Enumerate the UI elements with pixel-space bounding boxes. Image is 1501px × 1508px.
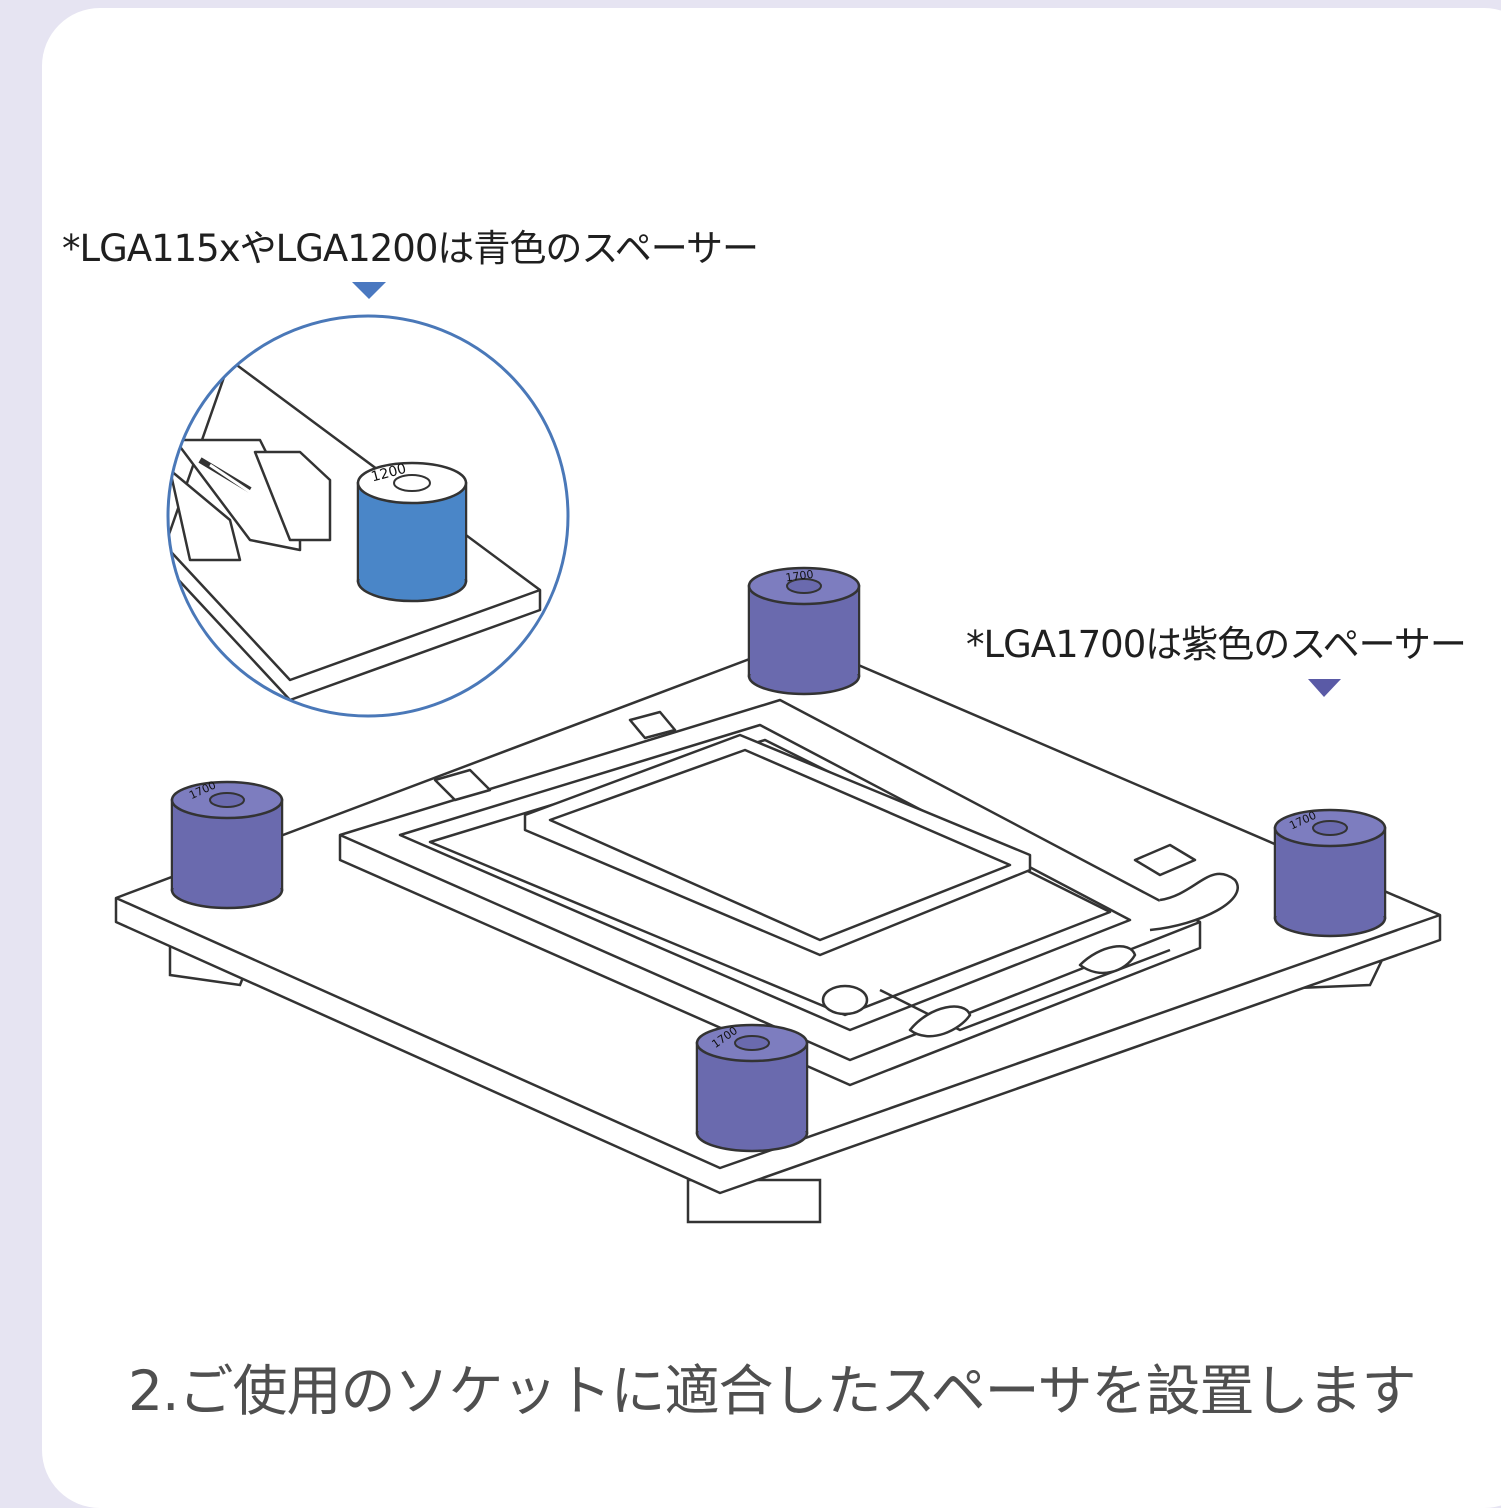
purple-spacer-note: *LGA1700は紫色のスペーサー: [966, 623, 1467, 666]
purple-spacer-left: 1700: [170, 778, 284, 910]
zoom-inset: 1200: [166, 314, 570, 718]
cpu-chip: [523, 733, 1032, 957]
purple-pointer-icon: [1308, 679, 1341, 697]
purple-spacer-bottom: 1700: [695, 1023, 809, 1153]
step-caption: 2.ご使用のソケットに適合したスペーサを設置します: [128, 1359, 1417, 1423]
socket-diagram: 1700 1700 1700 1700: [114, 282, 1442, 1224]
purple-spacer-top: 1700: [747, 566, 861, 696]
zoom-circle-outline: [166, 314, 570, 718]
purple-spacer-right: 1700: [1273, 809, 1387, 938]
blue-spacer: 1200: [356, 461, 468, 603]
purple-spacer-top-text: 1700: [785, 568, 815, 585]
blue-spacer-note: *LGA115xやLGA1200は青色のスペーサー: [62, 227, 759, 270]
blue-pointer-icon: [352, 282, 386, 299]
